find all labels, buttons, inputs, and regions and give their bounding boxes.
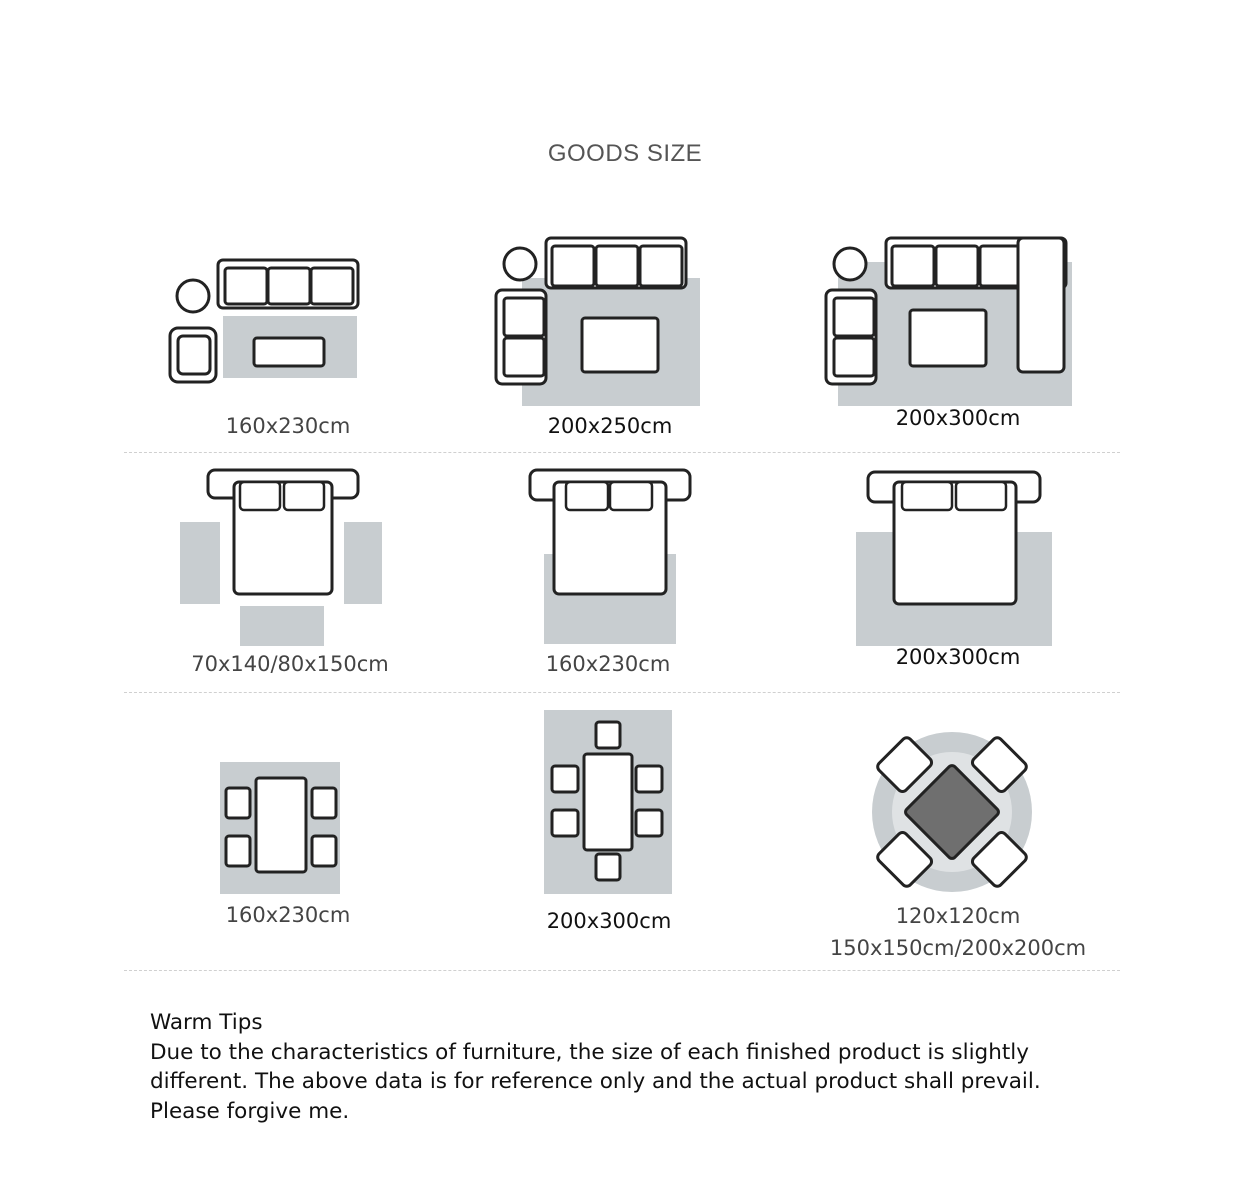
divider <box>124 970 1120 971</box>
tips-line: different. The above data is for referen… <box>150 1069 1041 1094</box>
size-label: 150x150cm/200x200cm <box>829 936 1087 960</box>
size-label: 200x250cm <box>547 414 673 438</box>
bedroom-side-rugs-diagram <box>180 468 382 646</box>
tips-line: Due to the characteristics of furniture,… <box>150 1039 1029 1065</box>
size-label: 70x140/80x150cm <box>191 652 389 676</box>
page-title: GOODS SIZE <box>547 140 703 167</box>
round-dining-diagram <box>872 732 1032 892</box>
size-label: 200x300cm <box>895 645 1021 669</box>
dining-large-diagram <box>544 710 672 894</box>
size-label: 160x230cm <box>225 903 351 927</box>
living-room-small-diagram <box>168 258 360 384</box>
living-room-large-diagram <box>824 236 1072 406</box>
bedroom-large-diagram <box>856 470 1052 646</box>
warm-tips: Warm Tips Due to the characteristics of … <box>150 1008 1041 1126</box>
size-label: 200x300cm <box>546 909 672 933</box>
size-label: 200x300cm <box>895 406 1021 430</box>
divider <box>124 692 1120 693</box>
living-room-medium-diagram <box>494 236 700 406</box>
bedroom-medium-diagram <box>528 468 692 644</box>
size-label: 160x230cm <box>545 652 671 676</box>
divider <box>124 452 1120 453</box>
dining-small-diagram <box>220 762 340 894</box>
size-label: 120x120cm <box>895 904 1021 928</box>
size-label: 160x230cm <box>225 414 351 438</box>
tips-line: Please forgive me. <box>150 1098 350 1124</box>
tips-heading: Warm Tips <box>150 1010 263 1035</box>
